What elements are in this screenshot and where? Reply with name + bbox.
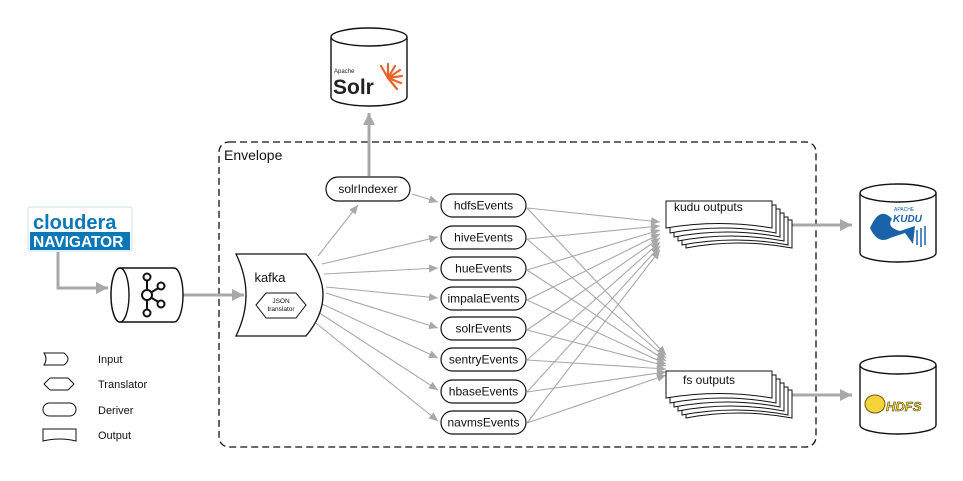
navigator-text: NAVIGATOR: [33, 234, 123, 251]
deriver-label: hbaseEvents: [449, 385, 518, 399]
kudu-database: APACHE KUDU: [859, 183, 937, 263]
deriver-node: sentryEvents: [440, 347, 527, 372]
legend-translator-shape: [43, 377, 75, 391]
output-kudu-stack: kudu outputs: [665, 200, 793, 249]
legend-output-shape: [42, 428, 77, 442]
deriver-node: hbaseEvents: [440, 379, 527, 404]
legend-output-label: Output: [98, 430, 131, 442]
hdfs-elephant-icon: [864, 394, 886, 414]
legend-translator-label: Translator: [98, 379, 147, 391]
deriver-node: solrEvents: [440, 316, 527, 341]
main-flow-arrows: [56, 113, 852, 401]
solr-indexer-node: solrIndexer: [325, 176, 411, 202]
envelope-label: Envelope: [224, 147, 283, 163]
kudu-outputs-label: kudu outputs: [674, 200, 743, 214]
output-fs-stack: fs outputs: [665, 370, 793, 419]
legend-deriver-label: Deriver: [98, 405, 134, 417]
kudu-antelope-icon: [870, 213, 915, 244]
deriver-node: impalaEvents: [440, 286, 527, 311]
deriver-to-output-arrows: [526, 207, 667, 424]
deriver-nodes: hdfsEvents hiveEvents hueEvents impalaEvent…: [440, 193, 527, 435]
kafka-to-deriver-arrows: [311, 193, 439, 422]
kafka-cluster-icon: [110, 267, 184, 323]
deriver-label: sentryEvents: [449, 353, 518, 367]
kafka-label: kafka: [254, 270, 286, 285]
hdfs-database: HDFS: [859, 355, 937, 435]
solr-logo-text: Solr: [333, 76, 374, 99]
kudu-logo-text: KUDU: [893, 214, 923, 225]
deriver-node: hueEvents: [440, 256, 527, 281]
kudu-apache-text: APACHE: [894, 207, 915, 213]
deriver-label: solrEvents: [455, 322, 511, 336]
legend-input-label: Input: [98, 354, 122, 366]
deriver-label: hdfsEvents: [454, 199, 513, 213]
fs-outputs-label: fs outputs: [683, 373, 735, 387]
solr-database: Apache Solr: [330, 27, 408, 107]
json-translator-node: [255, 292, 307, 319]
deriver-label: impalaEvents: [447, 292, 519, 306]
hdfs-logo-text: HDFS: [886, 399, 922, 414]
deriver-label: hueEvents: [455, 262, 512, 276]
translator-line2: translator: [267, 306, 295, 313]
cloudera-navigator-logo: cloudera NAVIGATOR: [27, 206, 133, 252]
legend: Input Translator Deriver Output: [42, 352, 147, 442]
solr-indexer-label: solrIndexer: [338, 182, 397, 196]
kafka-input-node: kafka JSON translator: [234, 253, 324, 337]
deriver-node: navmsEvents: [440, 410, 527, 435]
deriver-label: navmsEvents: [447, 416, 519, 430]
solr-sun-icon: [379, 62, 404, 91]
solr-apache-text: Apache: [334, 69, 355, 75]
deriver-node: hiveEvents: [440, 225, 527, 250]
deriver-node: hdfsEvents: [440, 193, 527, 218]
deriver-label: hiveEvents: [454, 231, 513, 245]
legend-deriver-shape: [42, 402, 77, 417]
legend-input-shape: [43, 352, 69, 366]
cloudera-text: cloudera: [33, 212, 117, 234]
translator-line1: JSON: [272, 298, 290, 305]
